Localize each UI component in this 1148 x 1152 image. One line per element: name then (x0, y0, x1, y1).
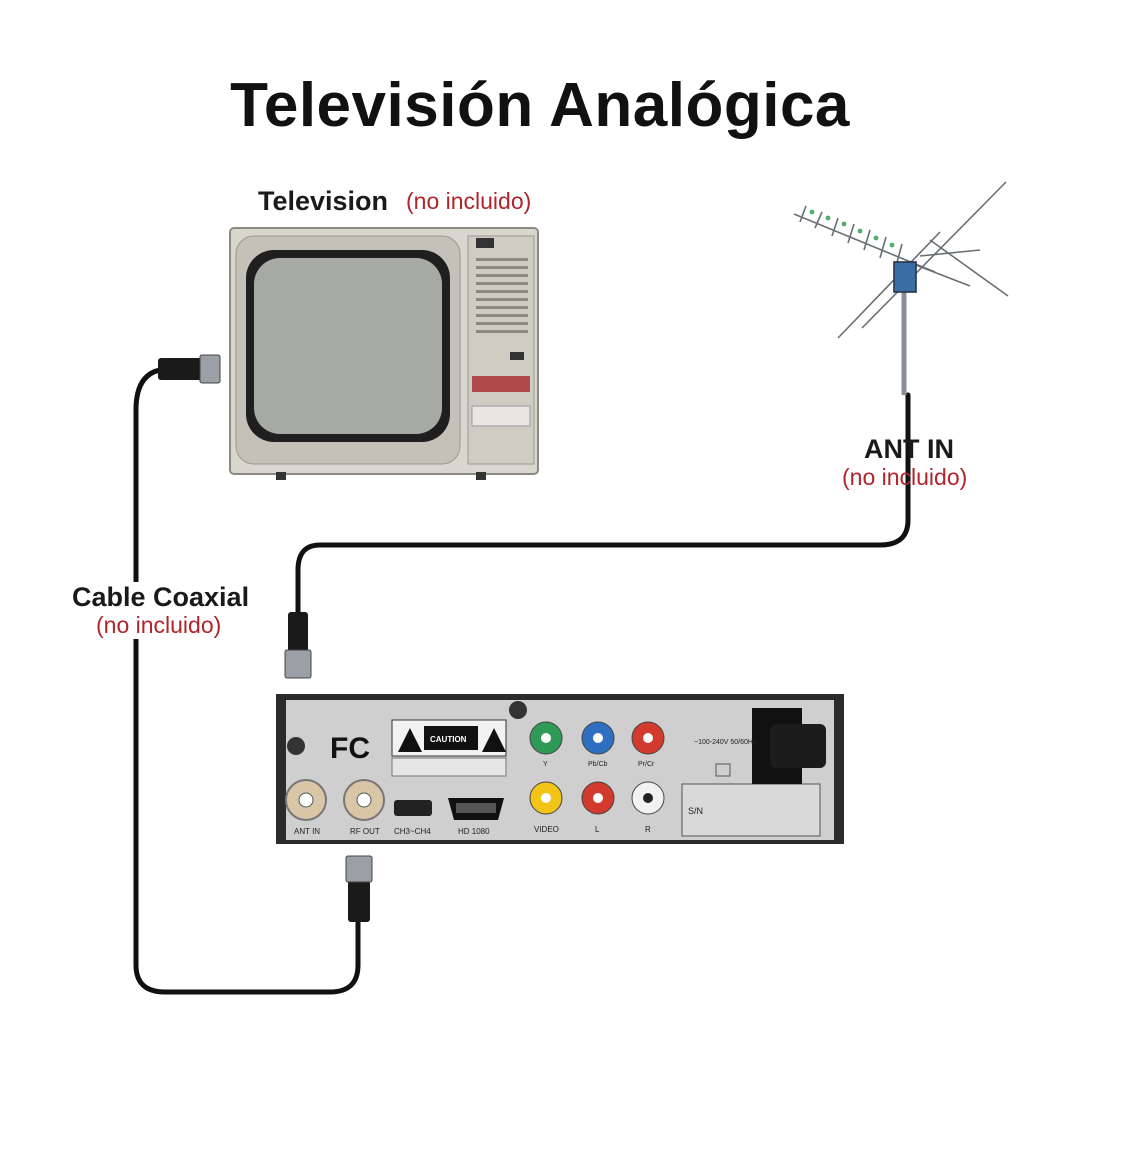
port-pb: Pb/Cb (588, 761, 608, 768)
antenna-icon (793, 181, 1009, 395)
port-rf-out: RF OUT (350, 827, 380, 836)
antenna-label: ANT IN (864, 434, 954, 464)
port-hdmi: HD 1080 (458, 827, 490, 836)
antenna-note: (no incluido) (842, 464, 968, 490)
tv-to-receiver-cable (133, 367, 361, 995)
port-y: Y (543, 761, 548, 768)
antenna-to-receiver-cable (295, 392, 911, 623)
tv-connector-icon (158, 354, 221, 384)
television-note: (no incluido) (406, 188, 532, 214)
television-label: Television (258, 186, 389, 216)
television-icon (229, 227, 539, 480)
port-audio-r: R (645, 825, 651, 834)
caution-label: CAUTION (430, 735, 467, 744)
coaxial-cables (133, 367, 911, 995)
port-video: VIDEO (534, 825, 559, 834)
port-pr: Pr/Cr (638, 761, 655, 768)
cable-note: (no incluido) (94, 612, 224, 639)
receiver-logo: FC (330, 732, 370, 765)
receiver-out-connector-icon (345, 855, 373, 922)
diagram-title: Televisión Analógica (230, 71, 850, 140)
port-channel: CH3~CH4 (394, 827, 431, 836)
serial-label: S/N (688, 806, 703, 816)
cable-label: Cable Coaxial (70, 582, 252, 613)
antenna-elements (809, 209, 895, 248)
port-audio-l: L (595, 825, 600, 834)
receiver-icon: FC CAUTION ANT IN RF OUT CH3~CH4 HD 1080… (276, 694, 844, 844)
coaxial-connectors (158, 354, 373, 922)
power-spec: ~100-240V 50/60Hz (694, 739, 757, 746)
port-ant-in: ANT IN (294, 827, 320, 836)
receiver-ant-connector-icon (284, 612, 312, 679)
